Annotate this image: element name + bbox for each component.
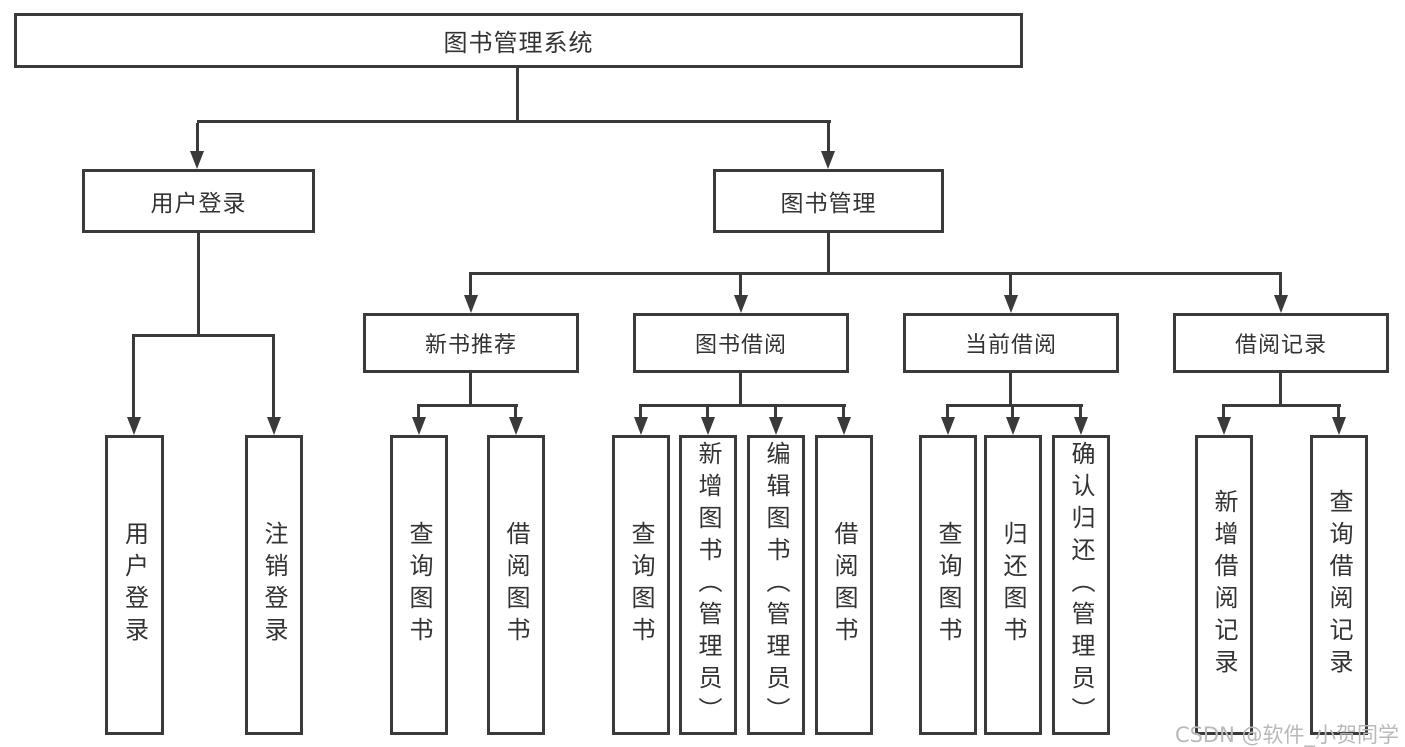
connector-vline	[827, 123, 830, 155]
node-new-book-recommend-label: 新书推荐	[424, 333, 517, 358]
arrow-down-icon	[267, 417, 281, 435]
connector-hline	[469, 272, 1282, 275]
arrow-down-icon	[412, 417, 426, 435]
connector-hline	[417, 404, 518, 407]
connector-vline	[946, 406, 949, 419]
connector-vline	[469, 373, 472, 406]
node-root-label: 图书管理系统	[443, 29, 594, 57]
connector-vline	[196, 123, 199, 155]
connector-vline	[1222, 406, 1225, 419]
connector-vline	[774, 406, 777, 419]
node-borrow-records: 借阅记录	[1173, 313, 1389, 373]
connector-hline	[639, 404, 846, 407]
leaf-return-books-label: 归还图书	[999, 521, 1027, 649]
arrow-down-icon	[1274, 295, 1288, 313]
arrow-down-icon	[941, 417, 955, 435]
connector-vline	[1011, 406, 1014, 419]
connector-vline	[417, 406, 420, 419]
connector-vline	[1337, 406, 1340, 419]
connector-hline	[197, 120, 831, 123]
leaf-user-login: 用户登录	[105, 435, 164, 735]
connector-vline	[842, 406, 845, 419]
leaf-return-books: 归还图书	[984, 435, 1042, 735]
node-root: 图书管理系统	[14, 13, 1023, 68]
arrow-down-icon	[821, 151, 835, 169]
arrow-down-icon	[127, 417, 141, 435]
connector-vline	[132, 336, 135, 418]
leaf-user-login-label: 用户登录	[120, 521, 149, 649]
node-borrow-records-label: 借阅记录	[1234, 333, 1327, 358]
arrow-down-icon	[190, 151, 204, 169]
node-user-login-label: 用户登录	[150, 191, 247, 217]
leaf-query-books-current-label: 查询图书	[934, 521, 962, 649]
connector-vline	[514, 406, 517, 419]
connector-vline	[1079, 406, 1082, 419]
connector-hline	[946, 404, 1083, 407]
node-current-borrow-label: 当前借阅	[964, 333, 1057, 358]
leaf-edit-books-admin: 编辑图书（管理员）	[747, 435, 805, 735]
connector-vline	[1009, 373, 1012, 406]
arrow-down-icon	[509, 417, 523, 435]
leaf-borrow-books-label: 借阅图书	[830, 521, 858, 649]
leaf-query-borrow-record: 查询借阅记录	[1310, 435, 1368, 735]
node-book-management-label: 图书管理	[780, 191, 877, 217]
leaf-add-books-admin: 新增图书（管理员）	[679, 435, 737, 735]
leaf-query-books-borrow: 查询图书	[612, 435, 670, 735]
arrow-down-icon	[634, 417, 648, 435]
leaf-borrow-books: 借阅图书	[815, 435, 873, 735]
connector-hline	[132, 334, 275, 337]
leaf-logout-label: 注销登录	[260, 521, 288, 649]
connector-vline	[272, 336, 275, 418]
connector-vline	[706, 406, 709, 419]
node-book-borrow: 图书借阅	[633, 313, 849, 373]
connector-vline	[469, 274, 472, 297]
connector-vline	[1279, 274, 1282, 297]
leaf-add-books-admin-label: 新增图书（管理员）	[694, 441, 722, 729]
arrow-down-icon	[464, 295, 478, 313]
connector-vline	[1279, 373, 1282, 406]
leaf-query-books-borrow-label: 查询图书	[627, 521, 655, 649]
leaf-confirm-return-admin-label: 确认归还（管理员）	[1067, 441, 1095, 729]
node-user-login: 用户登录	[82, 169, 315, 233]
arrow-down-icon	[1006, 417, 1020, 435]
leaf-query-borrow-record-label: 查询借阅记录	[1325, 489, 1353, 681]
arrow-down-icon	[1217, 417, 1231, 435]
arrow-down-icon	[837, 417, 851, 435]
arrow-down-icon	[1074, 417, 1088, 435]
node-new-book-recommend: 新书推荐	[363, 313, 579, 373]
leaf-add-borrow-record: 新增借阅记录	[1195, 435, 1253, 735]
connector-vline	[197, 233, 200, 336]
leaf-borrow-books-recommend-label: 借阅图书	[502, 521, 530, 649]
leaf-edit-books-admin-label: 编辑图书（管理员）	[762, 441, 790, 729]
connector-vline	[739, 373, 742, 406]
watermark: CSDN @软件_小贺同学	[1174, 723, 1399, 747]
leaf-confirm-return-admin: 确认归还（管理员）	[1052, 435, 1110, 735]
arrow-down-icon	[701, 417, 715, 435]
arrow-down-icon	[769, 417, 783, 435]
connector-vline	[516, 68, 519, 123]
arrow-down-icon	[1332, 417, 1346, 435]
connector-vline	[639, 406, 642, 419]
leaf-add-borrow-record-label: 新增借阅记录	[1210, 489, 1238, 681]
connector-vline	[739, 274, 742, 297]
leaf-query-books-recommend: 查询图书	[390, 435, 448, 735]
connector-vline	[827, 232, 830, 274]
node-current-borrow: 当前借阅	[903, 313, 1119, 373]
connector-vline	[1009, 274, 1012, 297]
node-book-borrow-label: 图书借阅	[694, 333, 787, 358]
arrow-down-icon	[1004, 295, 1018, 313]
leaf-query-books-current: 查询图书	[919, 435, 977, 735]
leaf-query-books-recommend-label: 查询图书	[405, 521, 433, 649]
node-book-management: 图书管理	[713, 169, 944, 233]
connector-hline	[1222, 404, 1341, 407]
leaf-borrow-books-recommend: 借阅图书	[487, 435, 545, 735]
leaf-logout: 注销登录	[245, 435, 303, 735]
arrow-down-icon	[734, 295, 748, 313]
